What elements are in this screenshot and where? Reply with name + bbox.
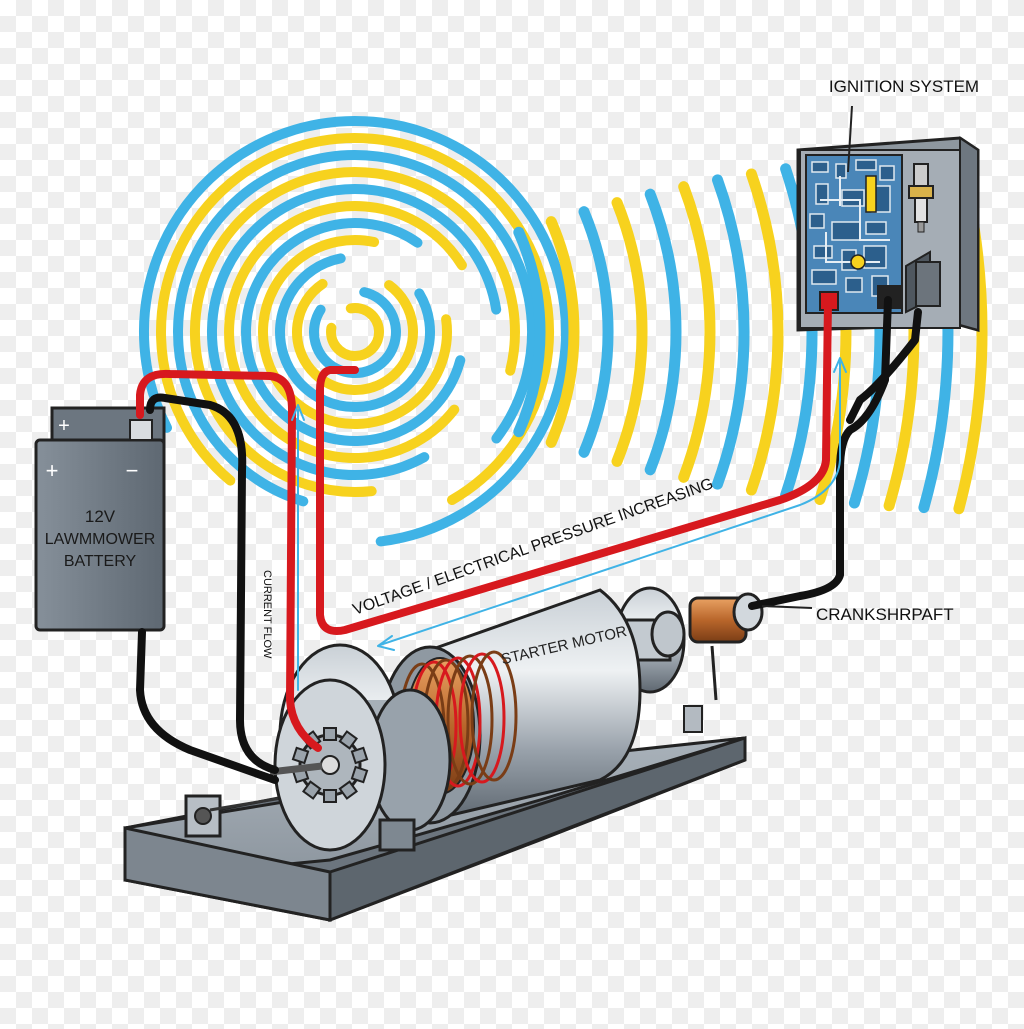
red-wire-battery-to-motor xyxy=(136,369,322,752)
crankshaft-callout-line xyxy=(761,605,813,609)
coil-loop xyxy=(446,654,494,786)
circuit-chip xyxy=(855,159,877,171)
ignition-callout-line xyxy=(847,105,853,173)
crankshaft-label: CRANKSHRPAFT xyxy=(816,605,954,624)
ignition-system-box xyxy=(796,136,980,332)
wave-arc xyxy=(611,197,648,467)
battery-plus-label: + xyxy=(46,458,59,483)
black-wire-ignition-right xyxy=(846,308,922,424)
circuit-capacitor xyxy=(850,254,866,270)
spiral-ring xyxy=(139,115,571,547)
spiral-ring xyxy=(173,150,537,507)
gear-tooth xyxy=(291,746,310,765)
circuit-chip xyxy=(879,165,895,181)
gear-tooth xyxy=(338,780,358,800)
coil-loop xyxy=(470,650,518,782)
circuit-board xyxy=(809,159,895,297)
circuit-chip xyxy=(863,245,887,269)
wave-arc xyxy=(644,188,682,476)
voltage-arrow-line xyxy=(379,361,841,646)
circuit-chip-yellow xyxy=(865,175,877,213)
wave-arc xyxy=(513,226,546,438)
circuit-chip xyxy=(811,269,837,285)
wiring xyxy=(136,296,922,784)
battery-label-line3: BATTERY xyxy=(64,553,137,570)
spiral-ring xyxy=(309,287,401,378)
starter-motor: STARTER MOTOR xyxy=(269,588,642,852)
wave-arc xyxy=(578,206,614,458)
wave-arc xyxy=(678,181,716,483)
current-flow-arrowhead xyxy=(291,404,305,421)
battery-minus-label: − xyxy=(126,458,139,483)
circuit-chip xyxy=(813,245,833,259)
battery-label-line1: 12V xyxy=(85,507,116,526)
red-wire-motor-to-ignition xyxy=(316,296,832,635)
battery: + + − 12V LAWMMOWER BATTERY xyxy=(34,406,166,632)
gear-tooth xyxy=(350,765,369,784)
circuit-chip xyxy=(831,221,861,241)
spiral-ring xyxy=(292,278,418,395)
gear-tooth xyxy=(338,730,358,750)
spiral-ring xyxy=(275,253,435,413)
black-wire-battery-bottom xyxy=(136,628,279,784)
wave-arc xyxy=(745,168,784,496)
spark-plug-icon xyxy=(908,163,934,233)
black-wire-ignition-to-crankshaft xyxy=(748,296,892,610)
circuit-chip xyxy=(811,161,829,173)
circuit-chip xyxy=(841,189,865,207)
circuit-chip xyxy=(845,277,863,293)
spiral-ring xyxy=(326,303,384,361)
wave-arc xyxy=(712,174,750,490)
gear-tooth xyxy=(323,789,337,803)
spiral-ring xyxy=(224,200,467,463)
spiral-ring xyxy=(156,132,554,505)
gear-tooth xyxy=(302,780,322,800)
circuit-chip xyxy=(809,213,825,229)
voltage-arrowhead-left xyxy=(377,635,395,651)
voltage-spiral-graphic xyxy=(139,115,571,547)
pressure-wave-arcs xyxy=(513,149,988,515)
wave-arc xyxy=(545,216,580,448)
spiral-ring xyxy=(206,184,502,480)
spiral-ring xyxy=(241,218,466,446)
coil-loop xyxy=(458,652,506,784)
circuit-chip xyxy=(835,163,847,179)
current-flow-label: CURRENT FLOW xyxy=(261,570,273,659)
spiral-ring xyxy=(190,167,520,497)
battery-top-plus: + xyxy=(58,415,70,437)
battery-label-line2: LAWMMOWER xyxy=(45,531,156,548)
voltage-arrowhead-top xyxy=(833,357,847,373)
circuit-chip xyxy=(865,221,887,235)
black-wire-battery-to-motor xyxy=(146,393,279,774)
ignition-system-label: IGNITION SYSTEM xyxy=(829,77,979,96)
gear-tooth xyxy=(323,727,337,741)
gear-tooth xyxy=(350,746,369,765)
